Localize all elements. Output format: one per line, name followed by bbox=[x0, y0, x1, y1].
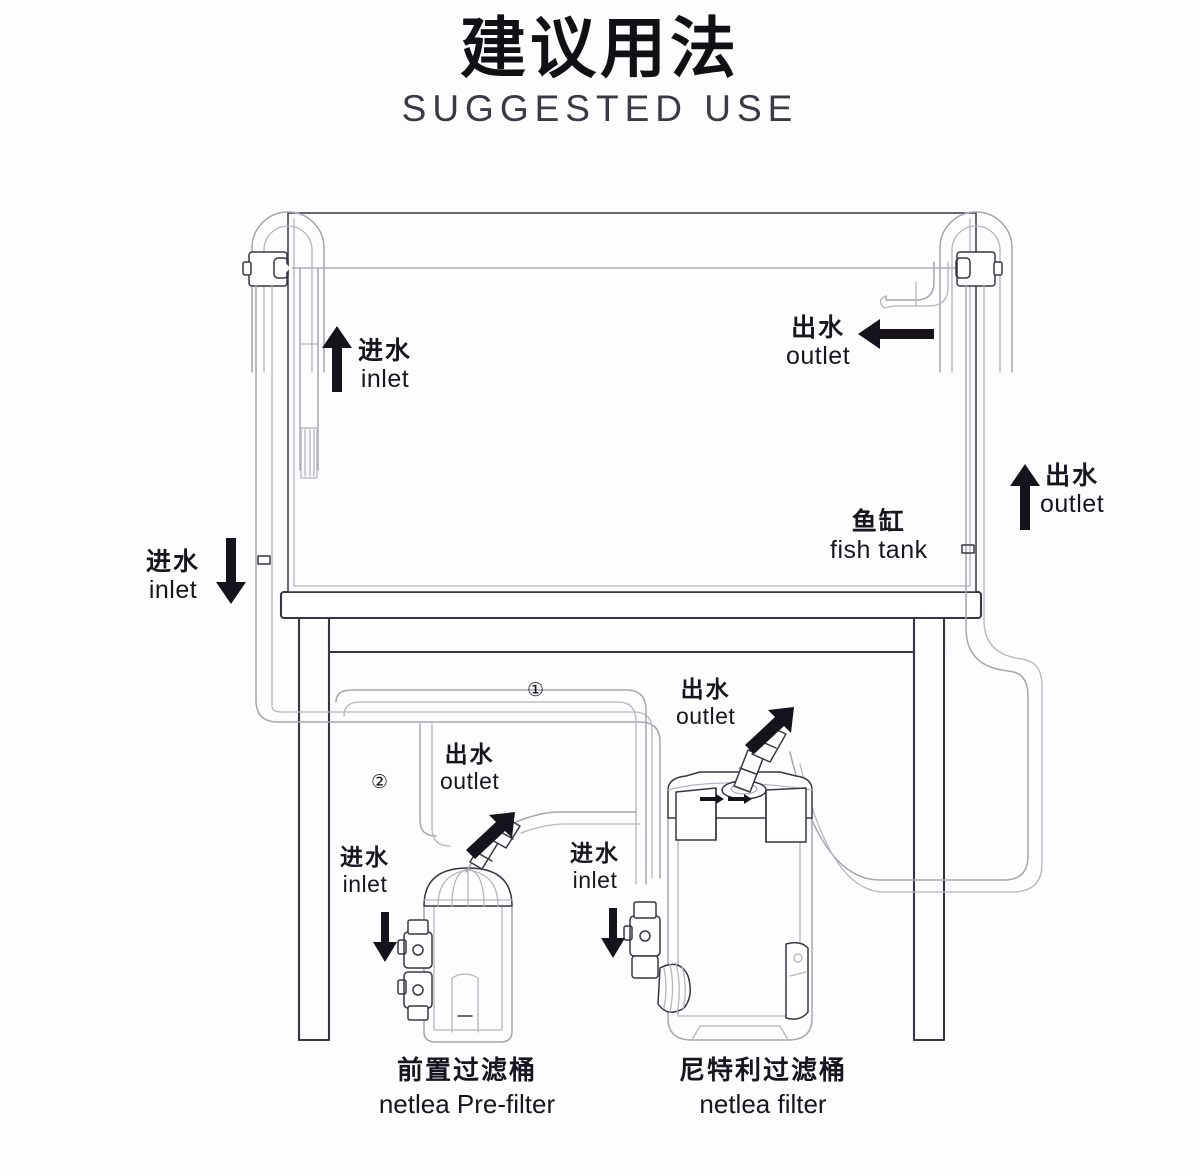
caption-filter-cn: 尼特利过滤桶 bbox=[678, 1056, 847, 1086]
suction-cup-holder-left bbox=[242, 251, 289, 287]
label-tank-outlet-en: outlet bbox=[786, 342, 851, 370]
arrow-up-right-icon-prefilter-outlet bbox=[466, 812, 515, 859]
prefilter-shutoff-valves bbox=[397, 919, 433, 1021]
page-header: 建议用法 SUGGESTED USE bbox=[0, 0, 1200, 130]
label-prefilter-inlet-en: inlet bbox=[342, 870, 388, 897]
prefilter-canister bbox=[397, 811, 641, 1043]
caption-filter-en: netlea filter bbox=[699, 1088, 827, 1119]
label-filter-inlet: 进水 inlet bbox=[570, 841, 620, 894]
label-right-outlet: 出水 outlet bbox=[1040, 461, 1105, 519]
arrow-up-icon-right-outlet bbox=[1010, 464, 1040, 530]
label-tank-inlet: 进水 inlet bbox=[358, 336, 413, 394]
hose-one bbox=[335, 689, 647, 885]
label-tank-outlet: 出水 outlet bbox=[786, 313, 851, 371]
label-left-inlet: 进水 inlet bbox=[146, 547, 201, 605]
priming-pump bbox=[657, 962, 691, 1014]
caption-filter: 尼特利过滤桶 netlea filter bbox=[628, 1055, 898, 1120]
label-left-inlet-en: inlet bbox=[148, 576, 198, 604]
label-filter-inlet-cn: 进水 bbox=[570, 841, 620, 867]
label-prefilter-inlet: 进水 inlet bbox=[340, 845, 390, 898]
label-right-outlet-cn: 出水 bbox=[1045, 461, 1100, 490]
label-fish-tank-cn: 鱼缸 bbox=[851, 507, 906, 536]
aquarium-stand bbox=[279, 590, 983, 1042]
label-tank-outlet-cn: 出水 bbox=[791, 313, 846, 342]
filter-shutoff-valve bbox=[623, 901, 661, 979]
suction-cup-holder-right bbox=[955, 251, 1003, 287]
fish-tank bbox=[287, 212, 977, 593]
arrow-down-icon-left-inlet bbox=[216, 538, 246, 604]
caption-prefilter-en: netlea Pre-filter bbox=[378, 1088, 556, 1119]
arrow-down-icon-filter-inlet bbox=[601, 908, 625, 958]
page-title-cn: 建议用法 bbox=[460, 10, 740, 87]
label-fish-tank: 鱼缸 fish tank bbox=[830, 507, 928, 565]
hose-two bbox=[419, 723, 451, 847]
arrow-up-right-icon-filter-outlet bbox=[745, 707, 794, 754]
filter-canister bbox=[623, 725, 813, 1041]
label-filter-outlet-en: outlet bbox=[676, 702, 736, 729]
arrow-up-icon-tank-inlet bbox=[322, 326, 352, 392]
arrow-left-icon-tank-outlet bbox=[858, 319, 934, 349]
label-left-inlet-cn: 进水 bbox=[146, 547, 201, 576]
label-fish-tank-en: fish tank bbox=[830, 536, 928, 564]
caption-prefilter-cn: 前置过滤桶 bbox=[396, 1056, 537, 1086]
label-right-outlet-en: outlet bbox=[1040, 490, 1105, 518]
page-title-en: SUGGESTED USE bbox=[401, 87, 799, 129]
label-prefilter-inlet-cn: 进水 bbox=[340, 845, 390, 871]
label-filter-outlet: 出水 outlet bbox=[676, 677, 736, 730]
label-tank-inlet-en: inlet bbox=[360, 365, 410, 393]
inlet-lily-pipe bbox=[242, 211, 661, 879]
filter-side-latch bbox=[785, 941, 809, 1020]
arrow-down-icon-prefilter-inlet bbox=[373, 912, 397, 962]
label-filter-outlet-cn: 出水 bbox=[680, 677, 731, 703]
label-filter-inlet-en: inlet bbox=[572, 866, 618, 893]
label-prefilter-outlet-cn: 出水 bbox=[444, 742, 495, 768]
caption-prefilter: 前置过滤桶 netlea Pre-filter bbox=[352, 1055, 582, 1120]
hose-marker-two: ② bbox=[371, 771, 389, 793]
label-tank-inlet-cn: 进水 bbox=[358, 336, 413, 365]
label-prefilter-outlet-en: outlet bbox=[440, 767, 500, 794]
label-prefilter-outlet: 出水 outlet bbox=[440, 742, 500, 795]
hose-marker-one: ① bbox=[527, 679, 545, 701]
